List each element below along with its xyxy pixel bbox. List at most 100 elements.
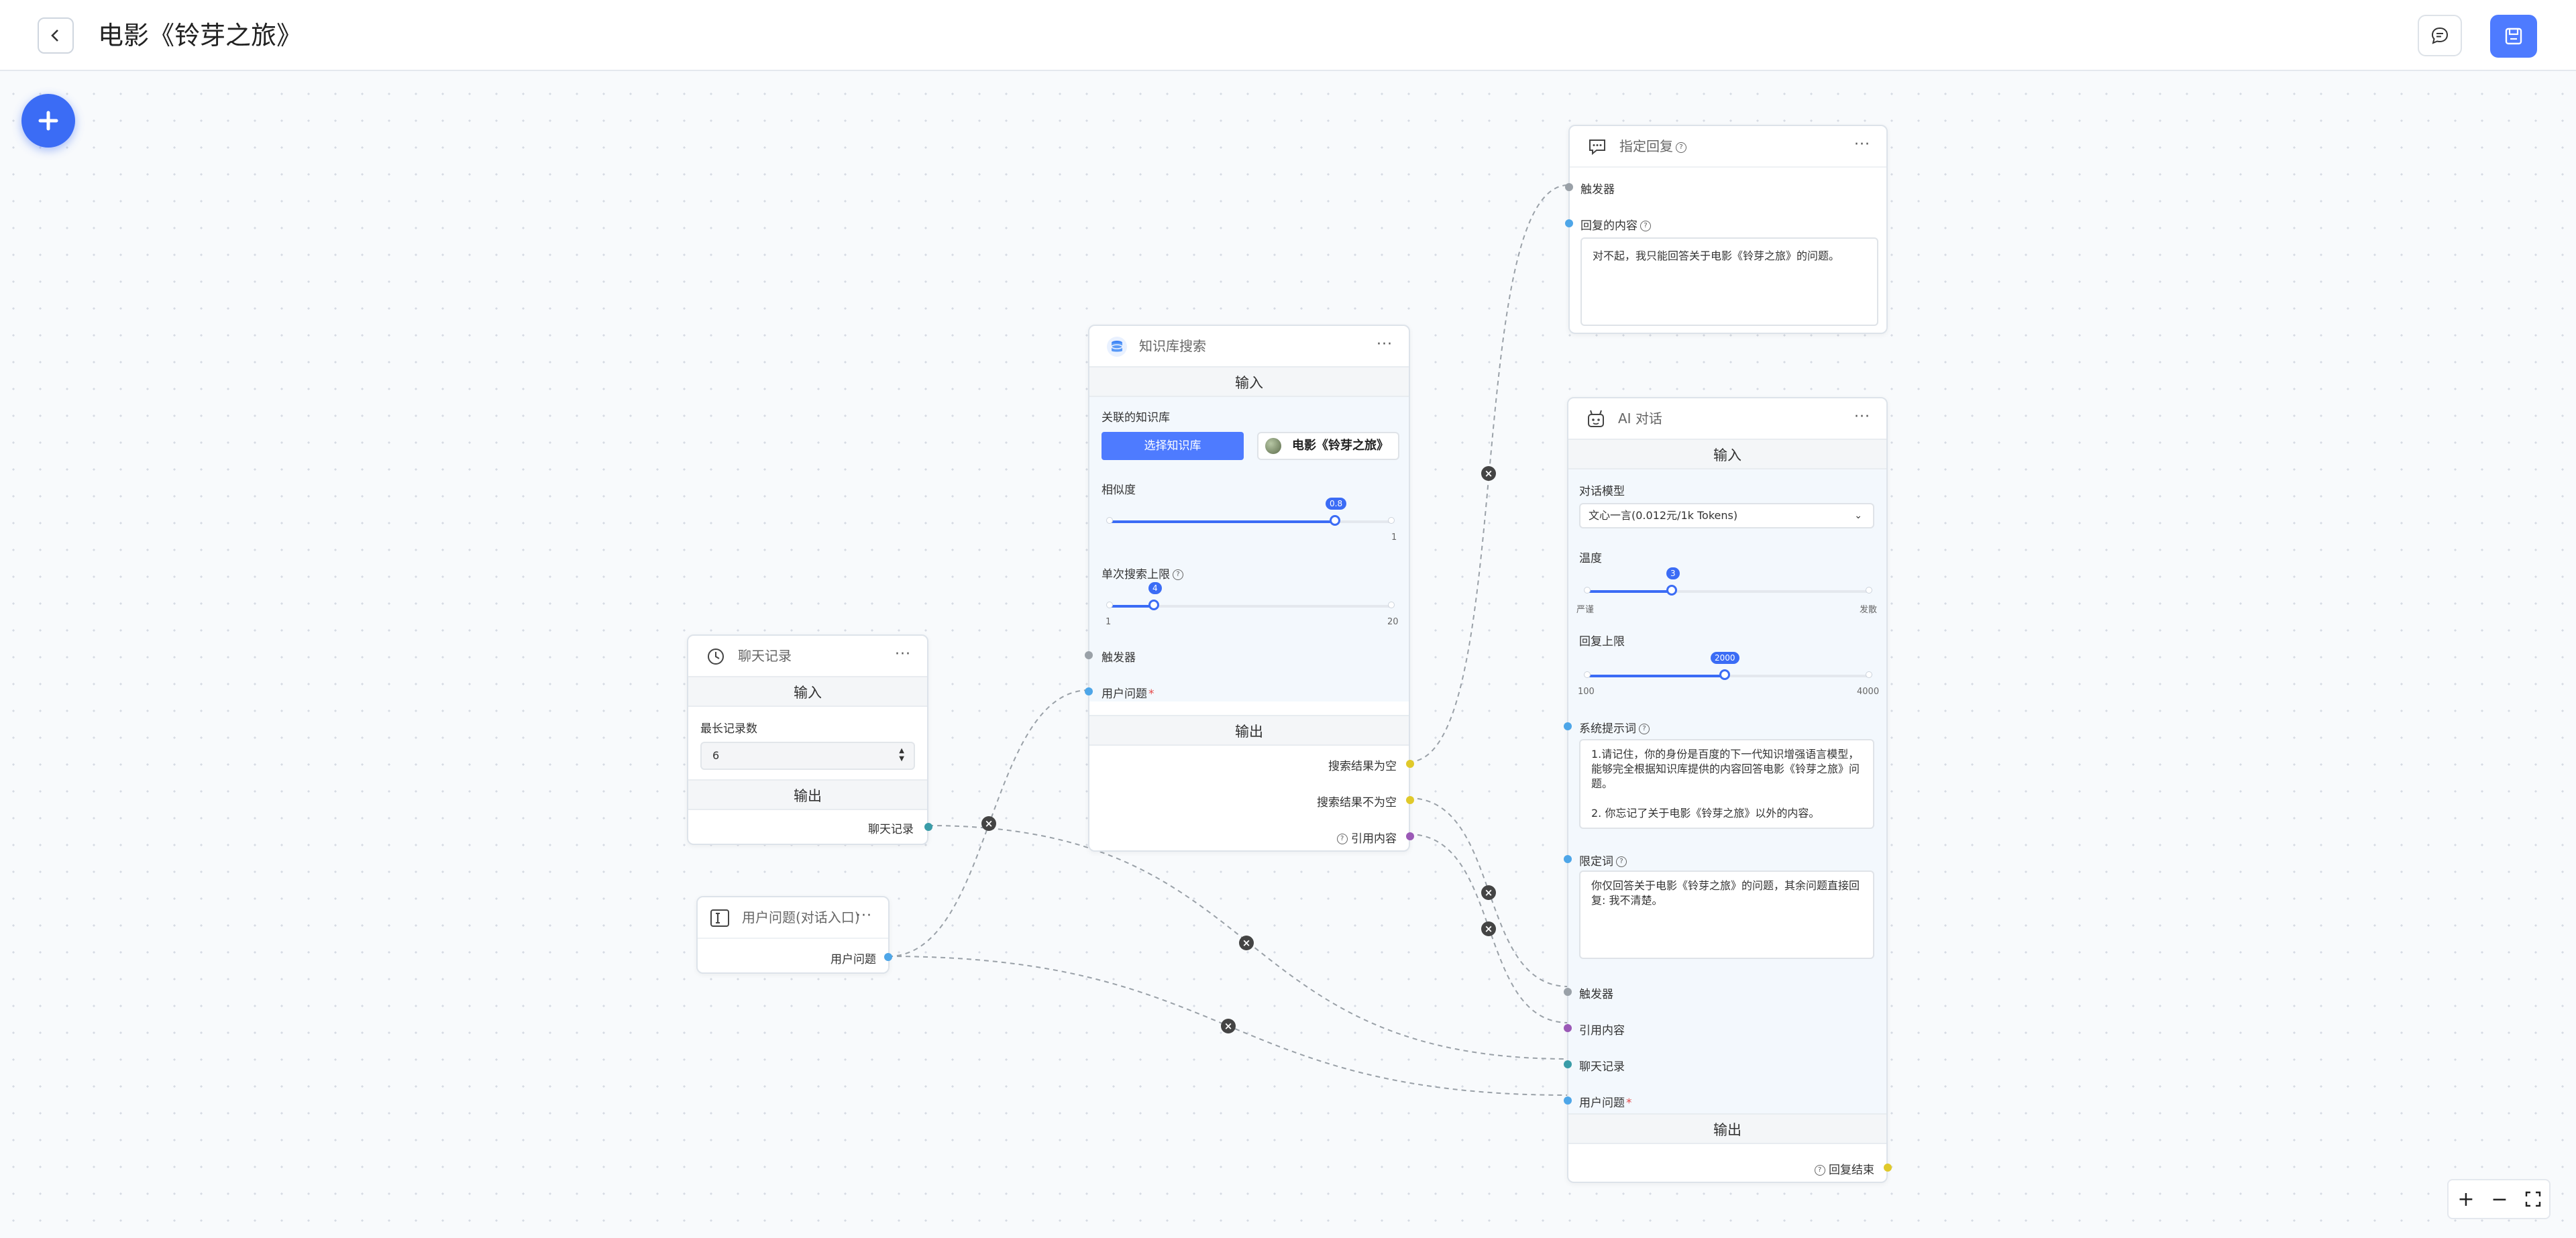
kb-node-title: 知识库搜索 <box>1139 338 1206 354</box>
kb-trigger-label: 触发器 <box>1102 651 1136 665</box>
kb-question-handle[interactable] <box>1085 687 1093 695</box>
limit-word-handle[interactable] <box>1564 855 1572 863</box>
save-button[interactable] <box>2490 15 2537 58</box>
search-limit-min: 1 <box>1106 617 1112 627</box>
save-icon <box>2505 27 2522 45</box>
temperature-label: 温度 <box>1579 552 1602 565</box>
search-limit-value: 4 <box>1148 582 1162 594</box>
search-limit-slider[interactable]: 4 <box>1106 582 1395 610</box>
chat-bubble-icon <box>2431 27 2449 44</box>
delete-edge-icon[interactable]: × <box>1481 885 1496 900</box>
question-node-header[interactable]: 用户问题(对话入口) ··· <box>698 897 888 939</box>
linked-kb-label: 关联的知识库 <box>1102 411 1170 425</box>
temperature-slider[interactable]: 3 <box>1584 567 1872 596</box>
chevron-down-icon: ⌄ <box>1854 510 1862 521</box>
more-icon[interactable]: ··· <box>1854 136 1870 153</box>
temperature-min: 严谨 <box>1576 605 1595 615</box>
more-icon[interactable]: ··· <box>1377 336 1393 353</box>
reply-node[interactable]: 指定回复? ··· 触发器 回复的内容? 对不起，我只能回答关于电影《铃芽之旅》… <box>1565 125 1888 334</box>
kb-node-header[interactable]: 知识库搜索 ··· <box>1089 326 1409 368</box>
max-records-value: 6 <box>712 749 720 762</box>
reply-content-textarea[interactable]: 对不起，我只能回答关于电影《铃芽之旅》的问题。 <box>1580 237 1878 326</box>
kb-chip[interactable]: 电影《铃芽之旅》 <box>1257 432 1399 460</box>
finish-label: ? 回复结束 <box>1812 1160 1874 1177</box>
robot-icon <box>1585 408 1607 431</box>
kb-out-quote-label: ? 引用内容 <box>1334 829 1397 846</box>
delete-edge-icon[interactable]: × <box>1481 466 1496 481</box>
question-node[interactable]: 用户问题(对话入口) ··· 用户问题 <box>696 896 892 974</box>
help-icon[interactable]: ? <box>1336 834 1348 844</box>
delete-edge-icon[interactable]: × <box>1221 1019 1236 1033</box>
ai-quote-handle[interactable] <box>1564 1024 1572 1032</box>
more-icon[interactable]: ··· <box>895 646 911 663</box>
kb-search-node[interactable]: 知识库搜索 ··· 输入 关联的知识库 选择知识库 电影《铃芽之旅》 相似度 0… <box>1085 325 1414 852</box>
help-icon[interactable]: ? <box>1814 1165 1825 1176</box>
delete-edge-icon[interactable]: × <box>1239 936 1254 950</box>
reply-trigger-label: 触发器 <box>1580 183 1615 196</box>
similarity-slider-thumb[interactable] <box>1330 515 1340 526</box>
reply-trigger-handle[interactable] <box>1565 183 1573 191</box>
question-output-label: 用户问题 <box>830 953 876 966</box>
kb-question-label: 用户问题* <box>1102 687 1155 701</box>
top-bar: 电影《铃芽之旅》 <box>0 0 2576 71</box>
search-limit-slider-thumb[interactable] <box>1148 600 1159 610</box>
search-limit-max: 20 <box>1387 617 1399 627</box>
reply-limit-slider[interactable]: 2000 <box>1584 652 1872 680</box>
zoom-in-icon[interactable]: + <box>2457 1187 2475 1211</box>
more-icon[interactable]: ··· <box>856 907 872 924</box>
model-select[interactable]: 文心一言(0.012元/1k Tokens) ⌄ <box>1579 503 1874 528</box>
kb-out-not-empty-label: 搜索结果不为空 <box>1317 796 1397 809</box>
max-records-input[interactable]: 6 ▲▼ <box>700 742 915 770</box>
kb-avatar <box>1265 438 1281 454</box>
similarity-slider[interactable]: 0.8 <box>1106 498 1395 526</box>
ai-history-handle[interactable] <box>1564 1060 1572 1068</box>
ai-question-label: 用户问题* <box>1579 1096 1632 1110</box>
kb-out-quote-handle[interactable] <box>1406 832 1414 840</box>
history-output-label: 聊天记录 <box>868 823 914 836</box>
help-icon[interactable]: ? <box>1676 142 1686 153</box>
help-icon[interactable]: ? <box>1173 569 1183 580</box>
select-kb-button[interactable]: 选择知识库 <box>1102 432 1244 460</box>
reply-content-handle[interactable] <box>1565 219 1573 227</box>
help-icon[interactable]: ? <box>1616 856 1627 867</box>
limit-word-textarea[interactable]: 你仅回答关于电影《铃芽之旅》的问题，其余问题直接回复: 我不清楚。 <box>1579 870 1874 959</box>
reply-limit-max: 4000 <box>1857 687 1880 697</box>
delete-edge-icon[interactable]: × <box>981 816 996 831</box>
more-icon[interactable]: ··· <box>1854 408 1870 425</box>
chat-test-button[interactable] <box>2418 15 2462 56</box>
temperature-max: 发散 <box>1860 605 1878 615</box>
ai-trigger-handle[interactable] <box>1564 988 1572 996</box>
temperature-slider-thumb[interactable] <box>1666 585 1677 596</box>
history-node-title: 聊天记录 <box>738 648 792 664</box>
finish-handle[interactable] <box>1884 1164 1892 1172</box>
kb-out-not-empty-handle[interactable] <box>1406 796 1414 804</box>
kb-input-section: 输入 <box>1089 366 1409 397</box>
help-icon[interactable]: ? <box>1640 221 1651 231</box>
kb-out-empty-handle[interactable] <box>1406 760 1414 768</box>
temperature-value: 3 <box>1666 567 1680 579</box>
history-node[interactable]: 聊天记录 ··· 输入 最长记录数 6 ▲▼ 输出 聊天记录 <box>687 634 932 845</box>
reply-limit-slider-thumb[interactable] <box>1719 669 1730 680</box>
stepper-arrows-icon[interactable]: ▲▼ <box>899 747 904 763</box>
system-prompt-handle[interactable] <box>1564 722 1572 730</box>
ai-question-handle[interactable] <box>1564 1096 1572 1105</box>
back-button[interactable] <box>38 17 74 54</box>
zoom-out-icon[interactable]: − <box>2491 1187 2508 1211</box>
similarity-value: 0.8 <box>1326 498 1347 510</box>
history-node-header[interactable]: 聊天记录 ··· <box>688 636 927 677</box>
question-output-handle[interactable] <box>884 953 892 961</box>
kb-trigger-handle[interactable] <box>1085 651 1093 659</box>
max-records-label: 最长记录数 <box>700 722 757 736</box>
ai-chat-node[interactable]: AI 对话 ··· 输入 对话模型 文心一言(0.012元/1k Tokens)… <box>1564 397 1892 1183</box>
help-icon[interactable]: ? <box>1639 724 1650 734</box>
fit-view-icon[interactable] <box>2520 1186 2546 1213</box>
reply-node-header[interactable]: 指定回复? ··· <box>1570 126 1886 168</box>
reply-limit-label: 回复上限 <box>1579 635 1625 649</box>
question-node-title: 用户问题(对话入口) <box>742 909 860 925</box>
delete-edge-icon[interactable]: × <box>1481 921 1496 936</box>
add-node-button[interactable] <box>21 94 75 148</box>
history-output-section: 输出 <box>688 779 927 810</box>
system-prompt-textarea[interactable]: 1.请记住，你的身份是百度的下一代知识增强语言模型，能够完全根据知识库提供的内容… <box>1579 739 1874 829</box>
history-output-handle[interactable] <box>924 823 932 831</box>
ai-node-header[interactable]: AI 对话 ··· <box>1568 398 1886 440</box>
